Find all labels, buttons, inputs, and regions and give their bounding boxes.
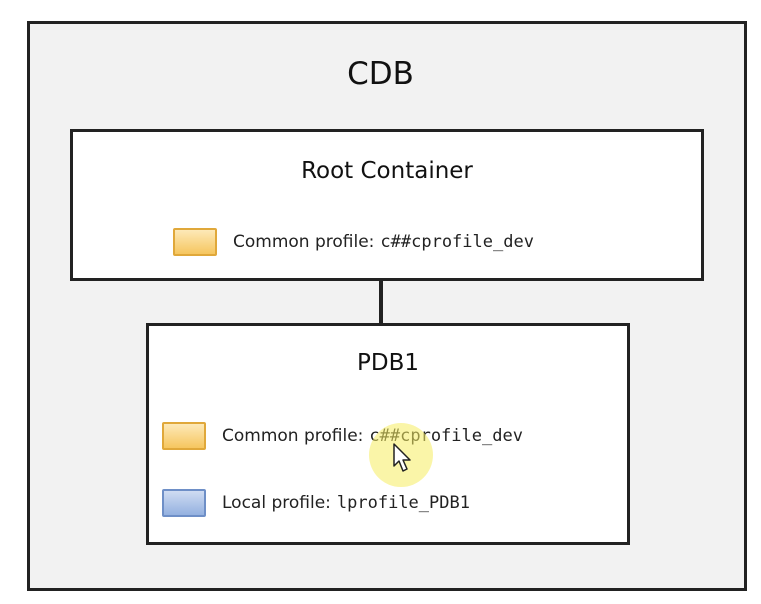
root-common-profile-label: Common profile: bbox=[233, 232, 375, 252]
cdb-title: CDB bbox=[347, 56, 414, 92]
root-container-title: Root Container bbox=[301, 158, 473, 184]
root-pdb-connector-line bbox=[379, 281, 383, 325]
pdb1-title: PDB1 bbox=[357, 350, 419, 376]
root-common-profile-row: Common profile: c##cprofile_dev bbox=[173, 228, 534, 256]
root-container-box: Root Container Common profile: c##cprofi… bbox=[70, 129, 704, 281]
mouse-pointer-icon bbox=[393, 443, 411, 472]
pdb1-local-profile-label: Local profile: bbox=[222, 493, 331, 513]
pdb1-local-profile-row: Local profile: lprofile_PDB1 bbox=[162, 489, 470, 517]
common-profile-swatch bbox=[173, 228, 217, 256]
local-profile-swatch bbox=[162, 489, 206, 517]
common-profile-swatch bbox=[162, 422, 206, 450]
pdb1-common-profile-label: Common profile: bbox=[222, 426, 364, 446]
pdb1-box: PDB1 Common profile: c##cprofile_dev Loc… bbox=[146, 323, 630, 545]
pdb1-local-profile-value: lprofile_PDB1 bbox=[336, 493, 470, 513]
pdb1-common-profile-row: Common profile: c##cprofile_dev bbox=[162, 422, 523, 450]
root-common-profile-value: c##cprofile_dev bbox=[380, 232, 534, 252]
